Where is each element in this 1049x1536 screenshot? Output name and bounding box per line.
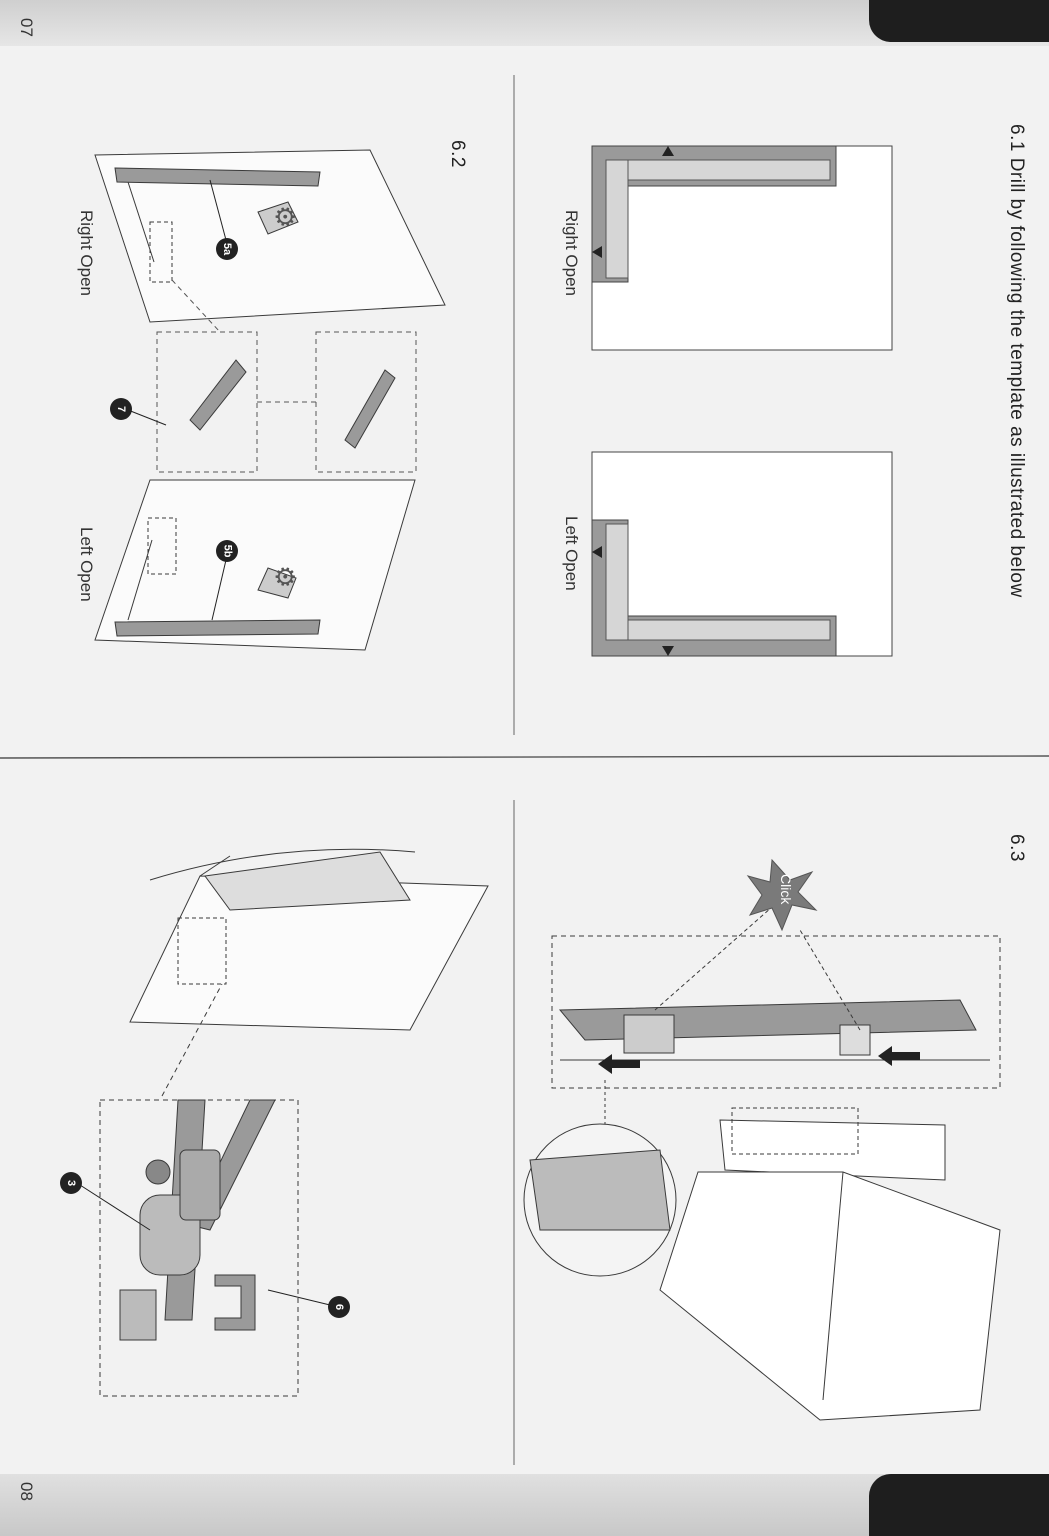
drill-icon: ⚙ — [270, 205, 300, 229]
drill-icon: ⚙ — [270, 565, 300, 589]
page-tab-top — [869, 0, 1049, 42]
panel-left-open — [94, 479, 416, 651]
caption-right-open-6-1: Right Open — [562, 210, 581, 296]
install-overview — [551, 858, 1001, 1089]
callout-3: 3 — [60, 1172, 82, 1194]
panel-bottom-left — [129, 848, 489, 1097]
page-tab-bottom — [869, 1474, 1049, 1536]
callout-5b: 5b — [216, 540, 238, 562]
template-right-open — [591, 145, 893, 351]
caption-right-open-6-2: Right Open — [77, 210, 96, 296]
callout-7: 7 — [110, 398, 132, 420]
section-6-3-title: 6.3 — [1006, 834, 1027, 862]
panel-right-open — [94, 149, 446, 323]
caption-left-open-6-1: Left Open — [562, 516, 581, 591]
callout-6: 6 — [328, 1296, 350, 1318]
cabinet-overview — [523, 1080, 1001, 1421]
section-6-2-title: 6.2 — [447, 140, 468, 168]
callout-5a: 5a — [216, 238, 238, 260]
section-6-1-title: 6.1 Drill by following the template as i… — [1006, 124, 1027, 598]
click-label: Click — [778, 874, 794, 905]
hinge-zoom — [79, 1099, 331, 1397]
template-left-open — [591, 451, 893, 657]
caption-left-open-6-2: Left Open — [77, 527, 96, 602]
